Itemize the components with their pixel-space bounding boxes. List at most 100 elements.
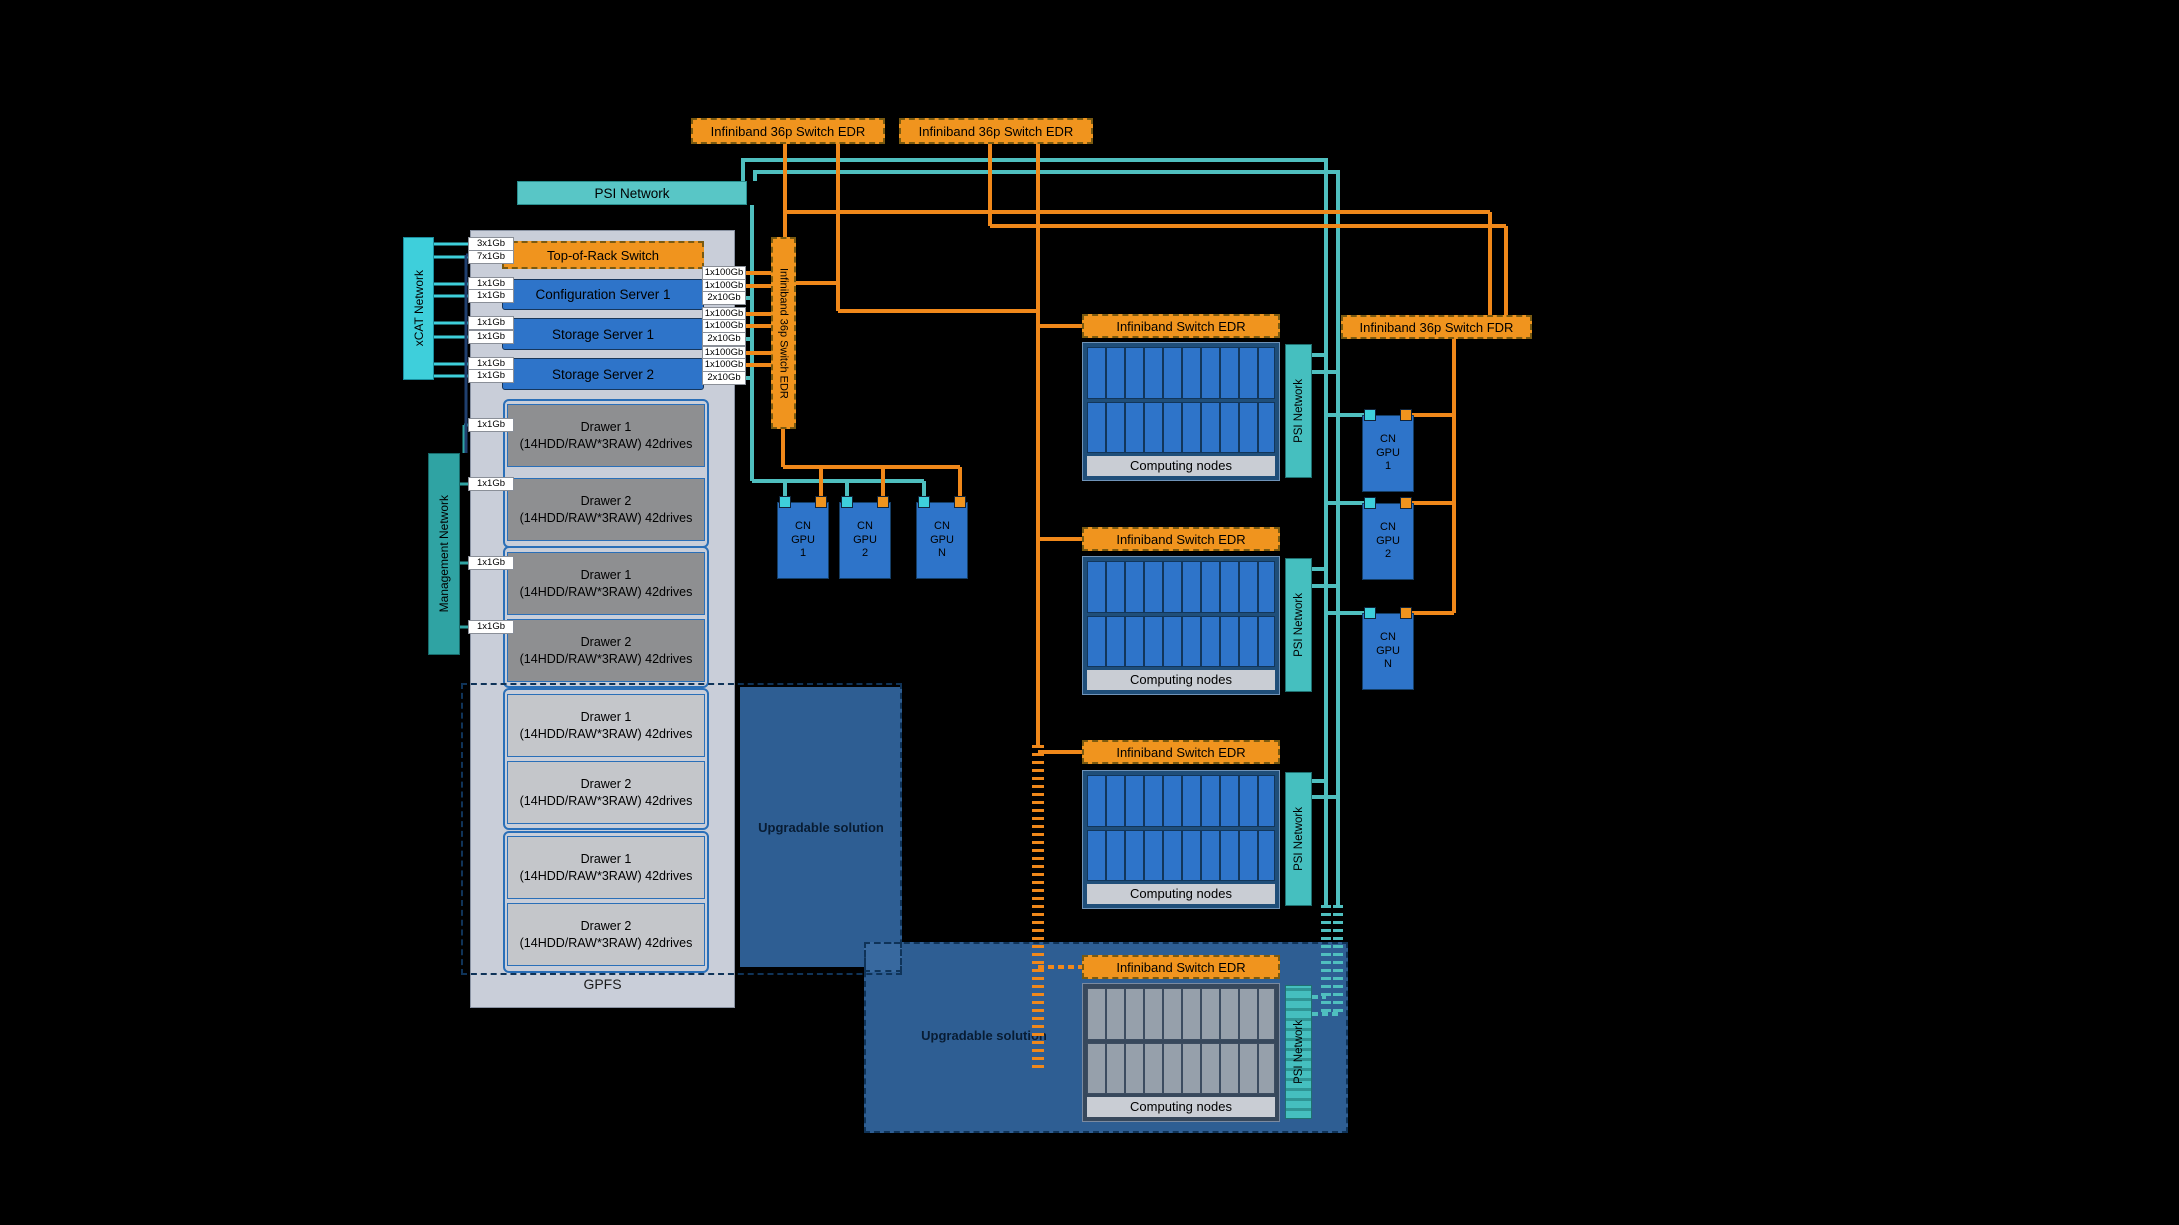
storage-server-1-label: Storage Server 1 — [551, 326, 655, 342]
computing-nodes-label: Computing nodes — [1087, 670, 1275, 690]
port-label: 1x100Gb — [702, 266, 746, 280]
node-group-4-psi-bar: PSI Network — [1285, 985, 1312, 1119]
computing-nodes-row — [1087, 1042, 1275, 1094]
cn-gpu-node-n-right: CN GPU N — [1362, 613, 1414, 690]
node-group-3-psi-bar: PSI Network — [1285, 772, 1312, 906]
cn-gpu-node-2-right: CN GPU 2 — [1362, 503, 1414, 580]
cn-gpu-node-1: CN GPU 1 — [777, 502, 829, 579]
port-label: 2x10Gb — [702, 371, 746, 385]
infiniband-port-square — [1400, 409, 1412, 421]
drawer: Drawer 2 (14HDD/RAW*3RAW) 42drives — [507, 761, 705, 824]
node-group-4-header: Infiniband Switch EDR — [1082, 955, 1280, 979]
storage-server-2-label: Storage Server 2 — [551, 366, 655, 382]
port-label: 1x1Gb — [468, 316, 514, 330]
node-group-1-psi-bar: PSI Network — [1285, 344, 1312, 478]
drawer-title: Drawer 2 — [580, 635, 632, 650]
psi-network-label: PSI Network — [1292, 807, 1305, 871]
infiniband-port-square — [815, 496, 827, 508]
port-label: 1x1Gb — [468, 477, 514, 491]
drawer-subtitle: (14HDD/RAW*3RAW) 42drives — [519, 651, 693, 666]
computing-nodes-label: Computing nodes — [1087, 1097, 1275, 1117]
node-group-2-header: Infiniband Switch EDR — [1082, 527, 1280, 551]
xcat-network-bar: xCAT Network — [403, 237, 434, 380]
upgradable-solution-1: Upgradable solution — [740, 687, 902, 967]
drawer-subtitle: (14HDD/RAW*3RAW) 42drives — [519, 935, 693, 950]
drawer: Drawer 2 (14HDD/RAW*3RAW) 42drives — [507, 903, 705, 966]
port-label: 1x100Gb — [702, 358, 746, 372]
configuration-server-1: Configuration Server 1 — [502, 279, 704, 310]
node-group-1-grid: Computing nodes — [1082, 342, 1280, 481]
psi-port-square — [779, 496, 791, 508]
drawer-subtitle: (14HDD/RAW*3RAW) 42drives — [519, 793, 693, 808]
drawer-subtitle: (14HDD/RAW*3RAW) 42drives — [519, 726, 693, 741]
computing-nodes-row — [1087, 347, 1275, 399]
drawer: Drawer 2 (14HDD/RAW*3RAW) 42drives — [507, 478, 705, 541]
infiniband-switch-edr-top-2: Infiniband 36p Switch EDR — [899, 118, 1093, 144]
drawer-title: Drawer 1 — [580, 710, 632, 725]
infiniband-port-square — [877, 496, 889, 508]
drawer-title: Drawer 1 — [580, 568, 632, 583]
port-label: 1x1Gb — [468, 556, 514, 570]
top-of-rack-switch: Top-of-Rack Switch — [502, 241, 704, 269]
port-label: 1x1Gb — [468, 330, 514, 344]
node-group-2-psi-bar: PSI Network — [1285, 558, 1312, 692]
drawer-subtitle: (14HDD/RAW*3RAW) 42drives — [519, 868, 693, 883]
drawer-pair-4 — [503, 831, 709, 973]
drawer-title: Drawer 2 — [580, 777, 632, 792]
computing-nodes-row — [1087, 615, 1275, 667]
management-network-bar: Management Network — [428, 453, 460, 655]
node-group-2-grid: Computing nodes — [1082, 556, 1280, 695]
port-label: 1x1Gb — [468, 289, 514, 303]
configuration-server-1-label: Configuration Server 1 — [535, 287, 671, 302]
node-group-4-grid: Computing nodes — [1082, 983, 1280, 1122]
computing-nodes-row — [1087, 561, 1275, 613]
node-group-1-header: Infiniband Switch EDR — [1082, 314, 1280, 338]
infiniband-port-square — [1400, 497, 1412, 509]
psi-network-label: PSI Network — [1292, 1020, 1305, 1084]
gpfs-title: GPFS — [583, 976, 622, 992]
port-label: 7x1Gb — [468, 250, 514, 264]
drawer-title: Drawer 1 — [580, 420, 632, 435]
infiniband-switch-fdr-label: Infiniband 36p Switch FDR — [1359, 319, 1514, 335]
cn-gpu-node-2: CN GPU 2 — [839, 502, 891, 579]
drawer: Drawer 1 (14HDD/RAW*3RAW) 42drives — [507, 404, 705, 467]
xcat-network-label: xCAT Network — [411, 270, 426, 347]
xcat-links — [434, 242, 470, 378]
port-label: 2x10Gb — [702, 332, 746, 346]
computing-nodes-row — [1087, 401, 1275, 453]
drawer: Drawer 1 (14HDD/RAW*3RAW) 42drives — [507, 836, 705, 899]
infiniband-port-square — [954, 496, 966, 508]
infiniband-port-square — [1400, 607, 1412, 619]
infiniband-switch-edr-top-1-label: Infiniband 36p Switch EDR — [710, 123, 866, 139]
port-label: 1x1Gb — [468, 369, 514, 383]
psi-network-label: PSI Network — [1292, 593, 1305, 657]
psi-port-square — [1364, 497, 1376, 509]
drawer: Drawer 1 (14HDD/RAW*3RAW) 42drives — [507, 552, 705, 615]
node-group-3-header: Infiniband Switch EDR — [1082, 740, 1280, 764]
node-group-3-grid: Computing nodes — [1082, 770, 1280, 909]
infiniband-switch-fdr: Infiniband 36p Switch FDR — [1341, 315, 1532, 339]
management-network-label: Management Network — [437, 495, 451, 613]
psi-network-top-label: PSI Network — [594, 185, 670, 201]
drawer-subtitle: (14HDD/RAW*3RAW) 42drives — [519, 510, 693, 525]
computing-nodes-row — [1087, 829, 1275, 881]
drawer-pair-3 — [503, 688, 709, 830]
psi-network-top-bar: PSI Network — [517, 181, 747, 205]
computing-nodes-label: Computing nodes — [1087, 884, 1275, 904]
infiniband-switch-edr-top-2-label: Infiniband 36p Switch EDR — [918, 123, 1074, 139]
psi-port-square — [841, 496, 853, 508]
computing-nodes-row — [1087, 775, 1275, 827]
storage-server-2: Storage Server 2 — [502, 358, 704, 390]
vertical-infiniband-switch-label: Infiniband 36p Switch EDR — [777, 267, 790, 399]
psi-port-square — [918, 496, 930, 508]
upgradable-solution-1-label: Upgradable solution — [758, 819, 884, 835]
port-label: 3x1Gb — [468, 237, 514, 251]
drawer-title: Drawer 2 — [580, 919, 632, 934]
infiniband-switch-edr-top-1: Infiniband 36p Switch EDR — [691, 118, 885, 144]
port-label: 1x1Gb — [468, 620, 514, 634]
upgradable-corner-tab — [864, 942, 902, 972]
psi-network-label: PSI Network — [1292, 379, 1305, 443]
top-of-rack-switch-label: Top-of-Rack Switch — [547, 247, 659, 263]
psi-port-square — [1364, 607, 1376, 619]
